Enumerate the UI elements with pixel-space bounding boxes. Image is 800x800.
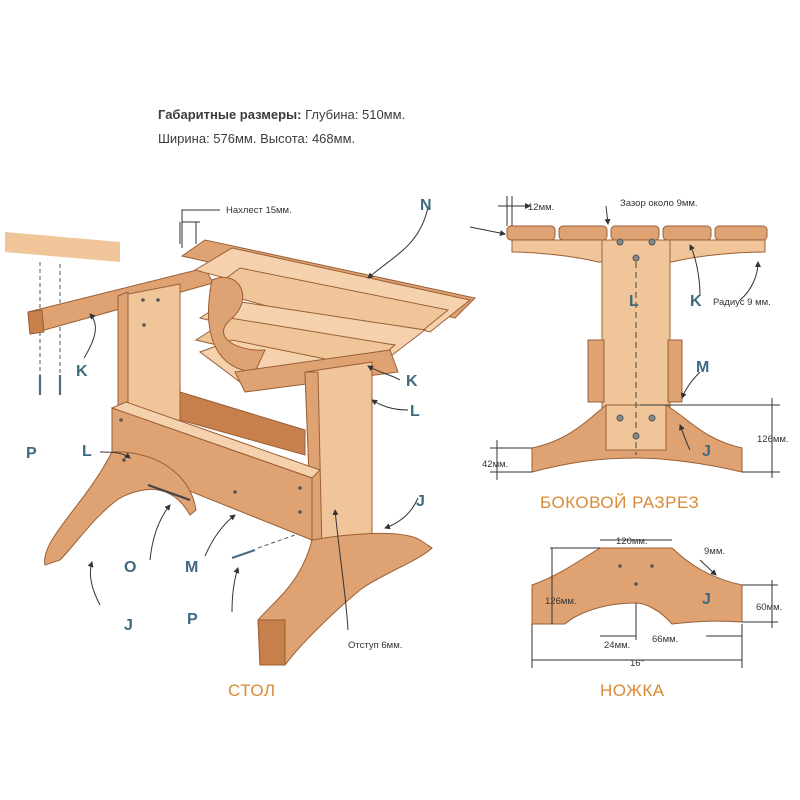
slat <box>662 225 712 241</box>
foot-j-left <box>44 451 197 566</box>
leg-j-profile <box>531 547 743 625</box>
caption-leg: НОЖКА <box>600 681 665 700</box>
top-bracket <box>208 277 266 373</box>
label-j-right: J <box>416 493 425 510</box>
dim-120: 120мм. <box>616 536 648 547</box>
slat <box>610 225 660 241</box>
side-section-drawing <box>506 225 768 473</box>
slat <box>714 225 768 241</box>
label-m: M <box>185 559 198 576</box>
width-height-text: Ширина: 576мм. Высота: 468мм. <box>158 131 356 146</box>
slat <box>558 225 608 241</box>
label-l-side: L <box>629 293 639 310</box>
label-m-side: M <box>696 359 709 376</box>
label-o: O <box>124 559 136 576</box>
label-n: N <box>420 197 432 214</box>
caption-table: СТОЛ <box>228 681 276 700</box>
gap-note: Зазор около 9мм. <box>620 198 698 209</box>
depth-text: Глубина: 510мм. <box>305 107 406 122</box>
gap-12: 12мм. <box>528 202 554 213</box>
dim-42: 42мм. <box>482 459 508 470</box>
label-k-side: K <box>690 293 702 310</box>
dim-24: 24мм. <box>604 640 630 651</box>
label-p-bottom: P <box>187 611 198 628</box>
dim-60: 60мм. <box>756 602 782 613</box>
dim-9: 9мм. <box>704 546 725 557</box>
label-j-left: J <box>124 617 133 634</box>
label-j-side: J <box>702 443 711 460</box>
label-k-right: K <box>406 373 418 390</box>
dimensions-title: Габаритные размеры: <box>158 107 302 122</box>
dim-126-side: 126мм. <box>757 434 789 445</box>
label-l-right: L <box>410 403 420 420</box>
screws-p <box>38 375 256 560</box>
caption-side-section: БОКОВОЙ РАЗРЕЗ <box>540 493 699 512</box>
slat <box>506 225 556 241</box>
stretcher-m <box>587 339 605 403</box>
dim-66: 66мм. <box>652 634 678 645</box>
table-drawing <box>5 232 477 666</box>
label-k-left: K <box>76 363 88 380</box>
leg-drawing <box>531 547 743 625</box>
dim-16: 16" <box>630 658 644 669</box>
back-stretcher <box>179 391 306 456</box>
overlap-note: Нахлест 15мм. <box>226 205 292 216</box>
dimensions-line-1: Габаритные размеры: Глубина: 510мм. <box>158 107 405 122</box>
label-j-leg: J <box>702 591 711 608</box>
dim-126-leg: 126мм. <box>545 596 577 607</box>
label-p-left: P <box>26 445 37 462</box>
label-l-left: L <box>82 443 92 460</box>
loose-plank <box>5 232 120 262</box>
radius-note: Радиус 9 мм. <box>713 297 771 308</box>
offset-note: Отступ 6мм. <box>348 640 402 651</box>
